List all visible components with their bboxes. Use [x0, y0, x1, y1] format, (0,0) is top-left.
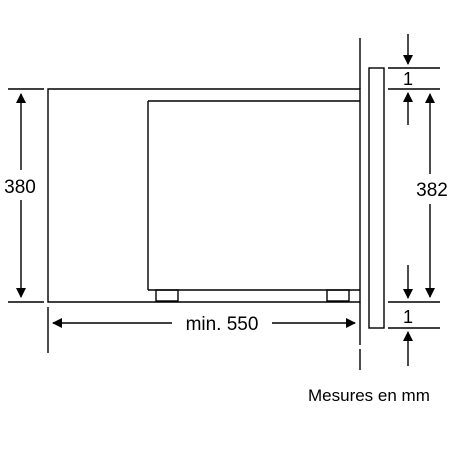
dimension-label-height-left: 380: [4, 177, 36, 198]
dimension-label-depth: min. 550: [186, 314, 259, 335]
cabinet-niche: [47, 38, 361, 345]
dimension-label-gap-top: 1: [403, 69, 413, 89]
label-bg-left: [2, 170, 42, 200]
dimension-height-right: [388, 34, 440, 366]
dimension-label-height-right: 382: [416, 180, 448, 201]
dimension-label-gap-bottom: 1: [403, 307, 413, 327]
label-bg-right: [414, 174, 450, 204]
front-frame: [368, 67, 385, 329]
label-bg-depth: [172, 311, 272, 337]
appliance-feet: [155, 289, 350, 302]
appliance-body: [147, 100, 360, 291]
units-caption: Mesures en mm: [308, 386, 430, 405]
